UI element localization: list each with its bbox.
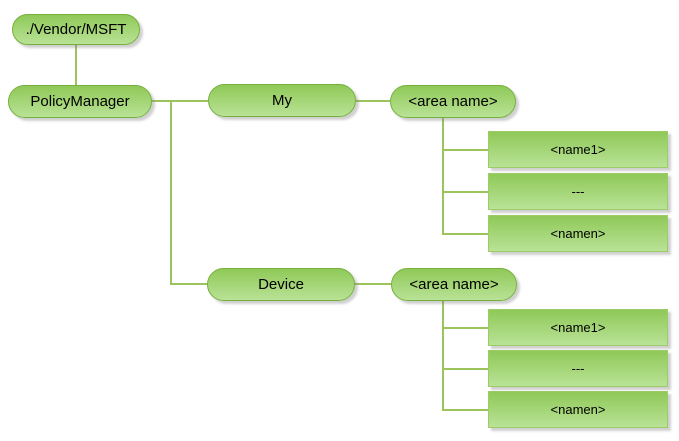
node-my-area-name: <area name> [390, 85, 516, 118]
connector-device-area-trunk [442, 301, 444, 411]
node-vendor-msft: ./Vendor/MSFT [12, 14, 140, 45]
node-device-name1: <name1> [488, 309, 668, 346]
node-policymanager: PolicyManager [8, 85, 152, 118]
node-device-namen: <namen> [488, 391, 668, 428]
connector-device-area-to-ellipsis [442, 368, 488, 370]
node-my-namen: <namen> [488, 215, 668, 252]
connector-my-area-to-name1 [442, 149, 488, 151]
node-scope-device: Device [207, 268, 355, 301]
connector-device-area-to-namen [442, 409, 488, 411]
node-device-ellipsis: --- [488, 350, 668, 387]
connector-my-area-to-ellipsis [442, 191, 488, 193]
connector-my-area-trunk [442, 118, 444, 235]
node-my-name1: <name1> [488, 131, 668, 168]
connector-root-to-policymanager [75, 45, 77, 85]
node-device-area-name: <area name> [391, 268, 517, 301]
connector-policymanager-to-my [152, 100, 208, 102]
connector-branch-to-device [170, 283, 207, 285]
connector-my-area-to-namen [442, 233, 488, 235]
connector-my-to-area-name [356, 100, 390, 102]
connector-policymanager-branch-trunk [170, 100, 172, 285]
node-my-ellipsis: --- [488, 173, 668, 210]
connector-device-to-area-name [355, 283, 391, 285]
connector-device-area-to-name1 [442, 327, 488, 329]
node-scope-my: My [208, 84, 356, 117]
